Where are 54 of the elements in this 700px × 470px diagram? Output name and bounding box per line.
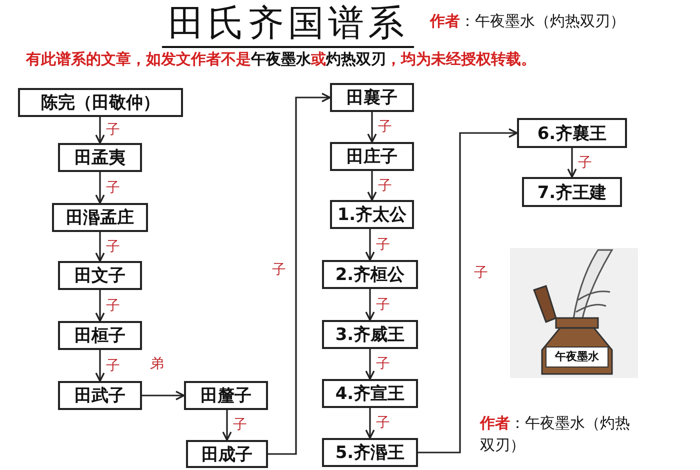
- name-box: 田庄子: [330, 142, 414, 171]
- arrow: [95, 290, 105, 322]
- arrow: [365, 408, 375, 439]
- arrow: [365, 289, 375, 321]
- name-box: 6.齐襄王: [517, 118, 627, 148]
- name-box: 田孟夷: [58, 143, 142, 172]
- arrow: [365, 229, 375, 261]
- title: 田氏齐国谱系: [162, 2, 414, 48]
- edge-label: 弟: [150, 356, 164, 372]
- edge-label: 子: [272, 262, 286, 278]
- edge-label: 子: [378, 178, 392, 194]
- bottle-label: 午夜墨水: [554, 349, 600, 365]
- edge-label: 子: [578, 154, 592, 170]
- arrow: [367, 112, 377, 143]
- edge-label: 子: [376, 415, 390, 431]
- name-box: 2.齐桓公: [322, 260, 418, 289]
- name-box: 3.齐威王: [322, 320, 418, 349]
- edge-label: 子: [378, 119, 392, 135]
- edge-label: 子: [376, 356, 390, 372]
- edge-label: 子: [474, 265, 488, 281]
- name-box: 1.齐太公: [330, 200, 414, 229]
- edge-label: 子: [106, 358, 120, 374]
- edge-label: 子: [106, 122, 120, 138]
- name-box: 4.齐宣王: [322, 379, 418, 408]
- edge-label: 子: [106, 238, 120, 254]
- edge-label: 子: [233, 417, 247, 433]
- name-box: 田成子: [186, 440, 268, 468]
- edge-label: 子: [376, 236, 390, 252]
- edge-label: 子: [106, 180, 120, 196]
- name-box: 田釐子: [184, 381, 268, 410]
- name-box: 陈完（田敬仲）: [18, 88, 183, 117]
- author-note: 作者：午夜墨水（灼热双刃）: [480, 413, 630, 456]
- name-box: 7.齐王建: [522, 177, 622, 207]
- arrow: [367, 171, 377, 201]
- author-note: 作者：午夜墨水（灼热双刃）: [430, 12, 625, 31]
- arrow: [95, 350, 105, 382]
- name-box: 田文子: [58, 261, 142, 290]
- name-box: 田襄子: [330, 83, 414, 112]
- notice-text: 有此谱系的文章，如发文作者不是午夜墨水或灼热双刃，均为未经授权转载。: [26, 50, 536, 69]
- arrow: [222, 410, 232, 441]
- arrow: [95, 232, 105, 262]
- name-box: 田武子: [58, 381, 142, 410]
- arrow: [418, 128, 518, 454]
- arrow: [365, 349, 375, 380]
- name-box: 5.齐湣王: [322, 438, 418, 467]
- name-box: 田桓子: [58, 321, 142, 350]
- arrow: [268, 92, 331, 455]
- arrow: [95, 117, 105, 144]
- edge-label: 子: [106, 298, 120, 314]
- arrow: [142, 390, 185, 400]
- name-box: 田湣孟庄: [52, 203, 148, 232]
- edge-label: 子: [376, 296, 390, 312]
- arrow: [567, 148, 577, 178]
- arrow: [95, 172, 105, 204]
